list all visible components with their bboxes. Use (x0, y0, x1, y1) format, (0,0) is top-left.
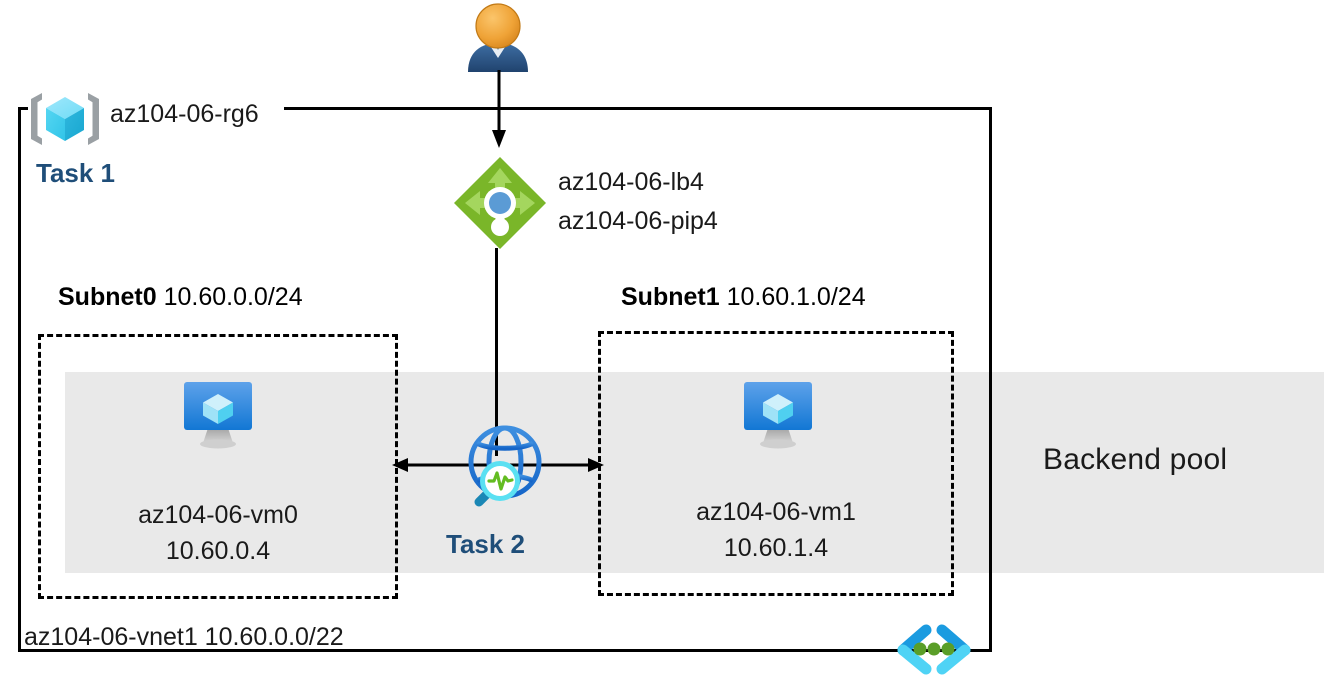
user-to-lb-arrow (492, 70, 506, 148)
subnet1-title: Subnet1 10.60.1.0/24 (621, 283, 866, 312)
resource-group-box-right-border (989, 107, 992, 652)
load-balancer-labels: az104-06-lb4 az104-06-pip4 (558, 163, 718, 241)
resource-group-box-bottom-border (18, 649, 992, 652)
backend-pool-label: Backend pool (1043, 443, 1228, 476)
vnet-label: az104-06-vnet1 10.60.0.0/22 (24, 623, 344, 651)
load-balancer-name: az104-06-lb4 (558, 168, 704, 196)
virtual-machine-icon-vm1 (744, 382, 812, 449)
resource-group-label: az104-06-rg6 (110, 100, 259, 128)
subnet0-cidr: 10.60.0.0/24 (163, 283, 303, 311)
resource-group-label-gap (28, 100, 284, 117)
backend-pool-band (65, 372, 1324, 573)
resource-group-box-left-border (18, 107, 21, 652)
subnet0-title: Subnet0 10.60.0.0/24 (58, 283, 303, 312)
subnet1-cidr: 10.60.1.0/24 (726, 283, 866, 311)
virtual-machine-icon-vm0 (184, 382, 252, 449)
virtual-network-icon (897, 624, 971, 675)
task-2-label: Task 2 (446, 529, 526, 559)
user-icon (468, 3, 528, 72)
vm1-ip: 10.60.1.4 (723, 534, 829, 562)
task-1-label: Task 1 (36, 158, 116, 188)
lb-to-backend-line (495, 248, 498, 456)
vm1-name: az104-06-vm1 (696, 498, 856, 526)
subnet1-name: Subnet1 (621, 283, 720, 311)
resource-group-icon (31, 93, 99, 145)
network-watcher-icon (468, 425, 542, 507)
vm1-labels: az104-06-vm1 10.60.1.4 (598, 494, 954, 566)
vm0-name: az104-06-vm0 (138, 501, 298, 529)
public-ip-name: az104-06-pip4 (558, 207, 718, 235)
vm0-ip: 10.60.0.4 (165, 537, 271, 565)
vm0-labels: az104-06-vm0 10.60.0.4 (38, 497, 398, 569)
load-balancer-icon (454, 157, 546, 249)
subnet0-name: Subnet0 (58, 283, 157, 311)
resource-group-box-top-border (18, 107, 992, 110)
